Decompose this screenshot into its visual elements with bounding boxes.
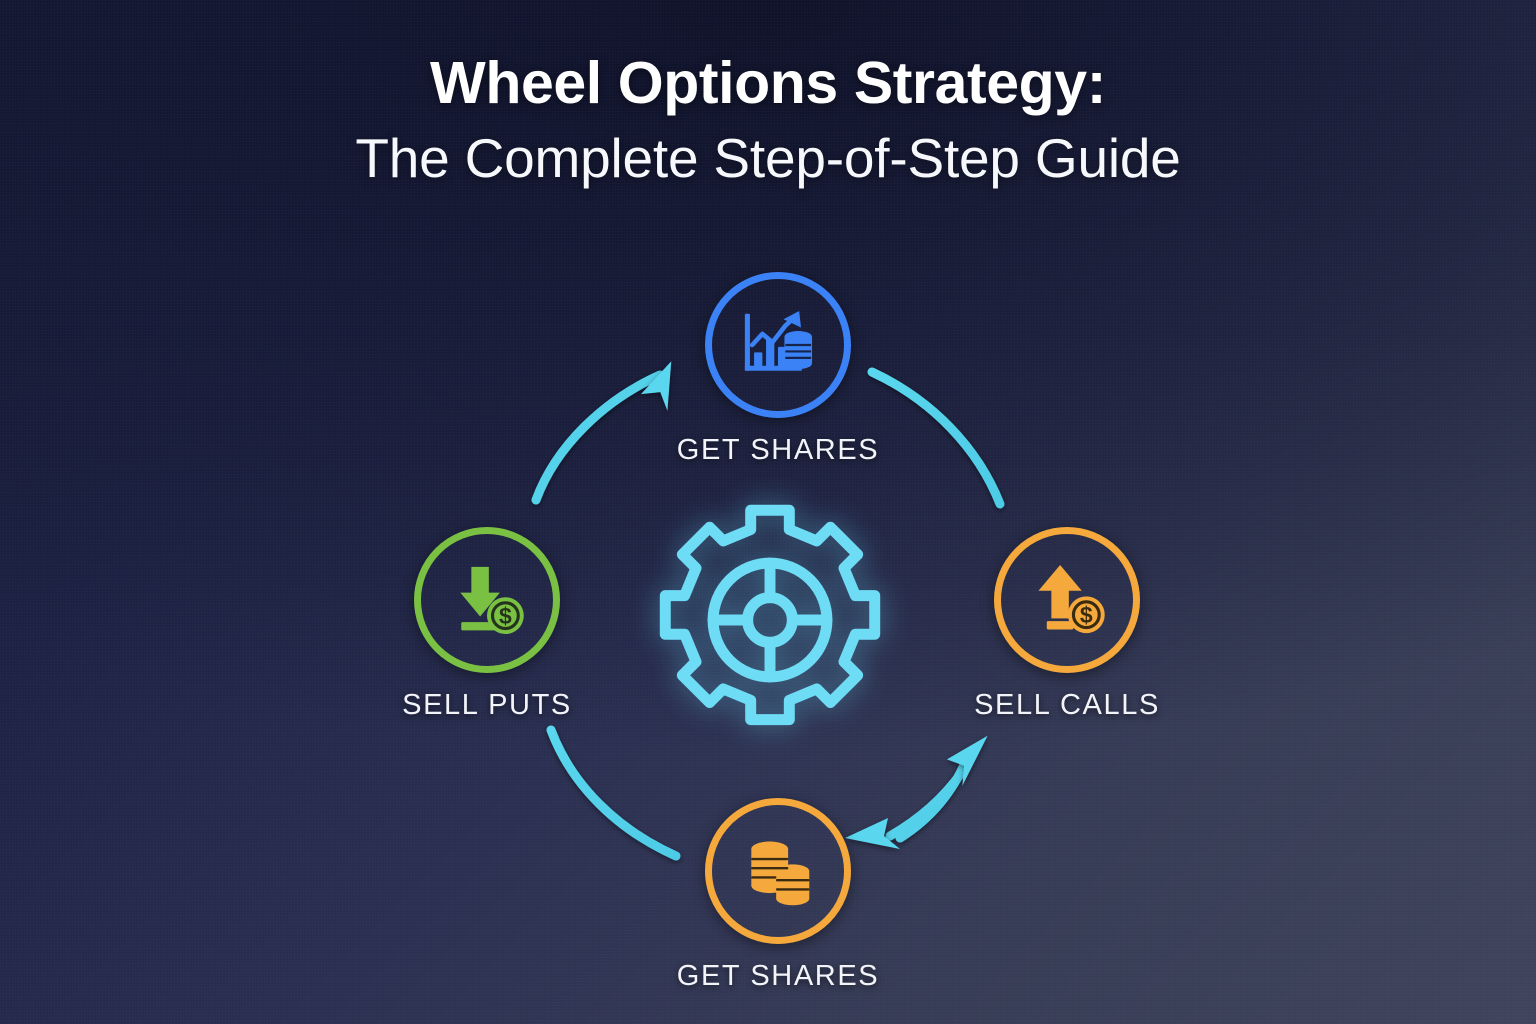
gear-wheel-icon	[659, 504, 881, 726]
down-arrow-dollar-coin-icon: $	[460, 566, 524, 635]
svg-text:$: $	[499, 603, 512, 629]
svg-text:$: $	[1080, 602, 1093, 628]
node-ring-blue[interactable]	[705, 272, 851, 418]
connector-left-to-bottom	[546, 725, 681, 861]
arrowhead-right-to-bottom	[845, 818, 900, 849]
node-label-get-shares-top: GET SHARES	[676, 434, 880, 466]
up-arrow-dollar-coin-icon: $	[1038, 565, 1105, 634]
arrowhead-bottom-to-right	[946, 735, 988, 786]
cycle-node-get-shares-bottom[interactable]: GET SHARES	[663, 798, 893, 993]
bar-chart-growth-coins-icon	[744, 310, 813, 371]
coin-stacks-icon	[751, 841, 810, 906]
node-label-sell-puts: SELL PUTS	[402, 689, 572, 721]
node-ring-orange-right[interactable]: $	[994, 527, 1140, 673]
connector-right-to-bottom	[885, 767, 967, 841]
node-ring-green[interactable]: $	[414, 527, 560, 673]
node-label-get-shares-bottom: GET SHARES	[676, 960, 880, 992]
arrowhead-left-to-top	[640, 361, 672, 411]
center-gear	[648, 498, 892, 742]
connector-left-to-top	[531, 370, 665, 505]
cycle-node-sell-puts[interactable]: $ SELL PUTS	[372, 527, 602, 722]
page-title-secondary: The Complete Step-of-Step Guide	[355, 126, 1181, 189]
cycle-node-sell-calls[interactable]: $ SELL CALLS	[952, 527, 1182, 722]
node-label-sell-calls: SELL CALLS	[974, 689, 1160, 721]
connector-top-to-right	[867, 367, 1005, 509]
page-title-primary: Wheel Options Strategy:	[430, 50, 1106, 116]
cycle-node-get-shares-top[interactable]: GET SHARES	[663, 272, 893, 467]
title-block: Wheel Options Strategy: The Complete Ste…	[0, 50, 1536, 191]
node-ring-orange-bottom[interactable]	[705, 798, 851, 944]
